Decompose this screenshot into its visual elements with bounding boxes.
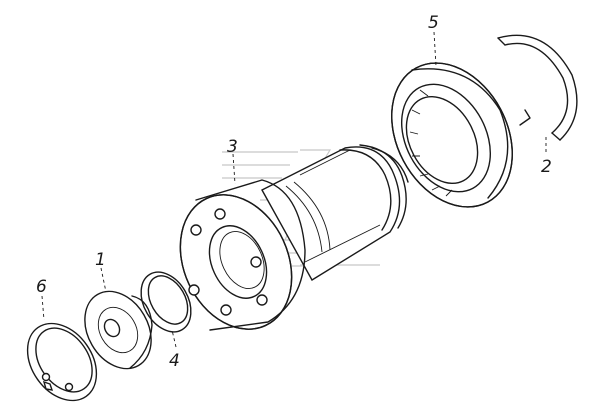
- callout-1: 1: [95, 250, 106, 270]
- callout-6: 6: [36, 277, 47, 297]
- leader-lines: [41, 31, 547, 348]
- leader-5: [433, 31, 437, 67]
- part-2-retaining-ring: [497, 34, 578, 141]
- callout-4: 4: [169, 351, 180, 371]
- part-1-cover-disc: [84, 290, 153, 370]
- part-6-snap-ring: [26, 322, 98, 402]
- callout-2: 2: [541, 157, 552, 177]
- part-5-roller-bearing: [391, 62, 513, 208]
- callout-3: 3: [227, 137, 238, 157]
- leader-4: [171, 329, 177, 348]
- leader-1: [100, 267, 107, 293]
- part-4-o-ring: [140, 271, 192, 333]
- leader-3: [232, 153, 236, 185]
- part-3-flanged-shaft: [179, 144, 409, 331]
- callout-5: 5: [428, 13, 439, 33]
- leader-6: [41, 295, 45, 321]
